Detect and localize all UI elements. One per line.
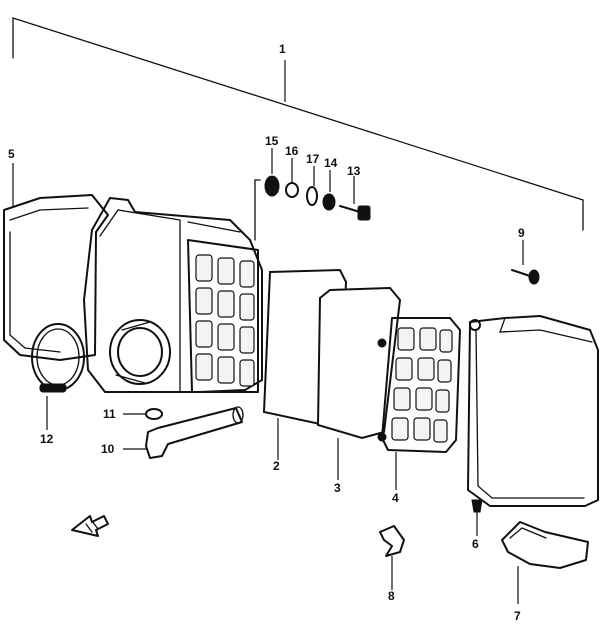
hose-clip	[123, 408, 163, 420]
air-cleaner-case	[83, 197, 263, 393]
bolt-part-13	[339, 176, 371, 221]
washer-part-17	[306, 166, 318, 206]
callout-6: 6	[472, 537, 479, 551]
callout-7: 7	[514, 609, 521, 623]
callout-16: 16	[285, 144, 299, 158]
callout-15: 15	[265, 134, 279, 148]
rear-housing-cover	[3, 163, 109, 361]
callout-1: 1	[279, 42, 286, 56]
clamp-band	[31, 323, 85, 430]
callout-13: 13	[347, 164, 361, 178]
fastener-stack	[264, 148, 371, 221]
callout-11: 11	[103, 407, 116, 421]
callout-9: 9	[518, 226, 525, 240]
collar-part-16	[285, 158, 299, 198]
callout-10: 10	[101, 442, 115, 456]
callout-4: 4	[392, 491, 399, 505]
drain-hose	[123, 406, 244, 459]
callout-2: 2	[273, 459, 280, 473]
callout-12: 12	[40, 432, 54, 446]
grommet-part-15	[264, 148, 280, 197]
assembly-bracket	[12, 17, 584, 241]
cover-cap	[501, 521, 589, 604]
bracket-clip	[379, 525, 405, 590]
callout-3: 3	[334, 481, 341, 495]
cover-screw	[511, 240, 540, 285]
callout-5: 5	[8, 147, 15, 161]
front-cover	[467, 315, 599, 536]
callout-17: 17	[306, 152, 320, 166]
filter-element	[316, 286, 402, 480]
callout-14: 14	[324, 156, 338, 170]
front-arrow-icon	[71, 515, 109, 537]
filter-grid-frame	[377, 317, 461, 490]
washer-part-14	[322, 170, 336, 211]
callout-8: 8	[388, 589, 395, 603]
